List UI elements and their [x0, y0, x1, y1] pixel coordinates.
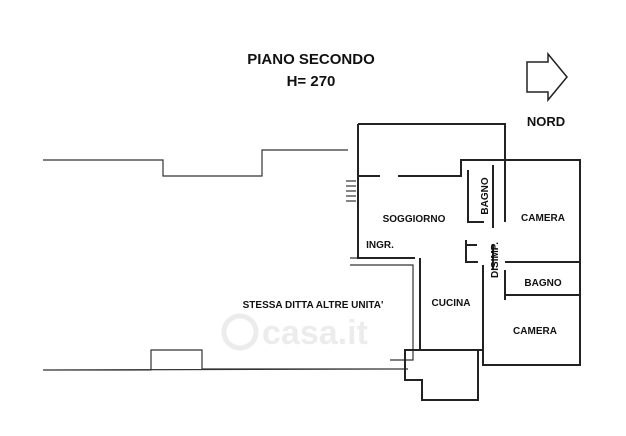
north-label: NORD: [527, 114, 565, 129]
plan-title: PIANO SECONDO: [247, 51, 375, 68]
height-label: H= 270: [287, 73, 336, 90]
stairs: [346, 180, 356, 202]
north-arrow-icon: [526, 51, 568, 103]
room-camera-2: CAMERA: [513, 326, 557, 337]
room-bagno-1: BAGNO: [480, 177, 491, 214]
room-bagno-2: BAGNO: [524, 278, 561, 289]
room-ingresso: INGR.: [366, 240, 394, 251]
svg-text:casa.it: casa.it: [262, 314, 368, 352]
room-disimpegno: DISIMP.: [490, 242, 501, 278]
room-soggiorno: SOGGIORNO: [383, 214, 446, 225]
other-units-label: STESSA DITTA ALTRE UNITA': [243, 300, 384, 311]
watermark: casa.it: [221, 313, 368, 352]
apartment-walls: [357, 123, 581, 401]
room-cucina: CUCINA: [432, 298, 471, 309]
room-camera-1: CAMERA: [521, 213, 565, 224]
